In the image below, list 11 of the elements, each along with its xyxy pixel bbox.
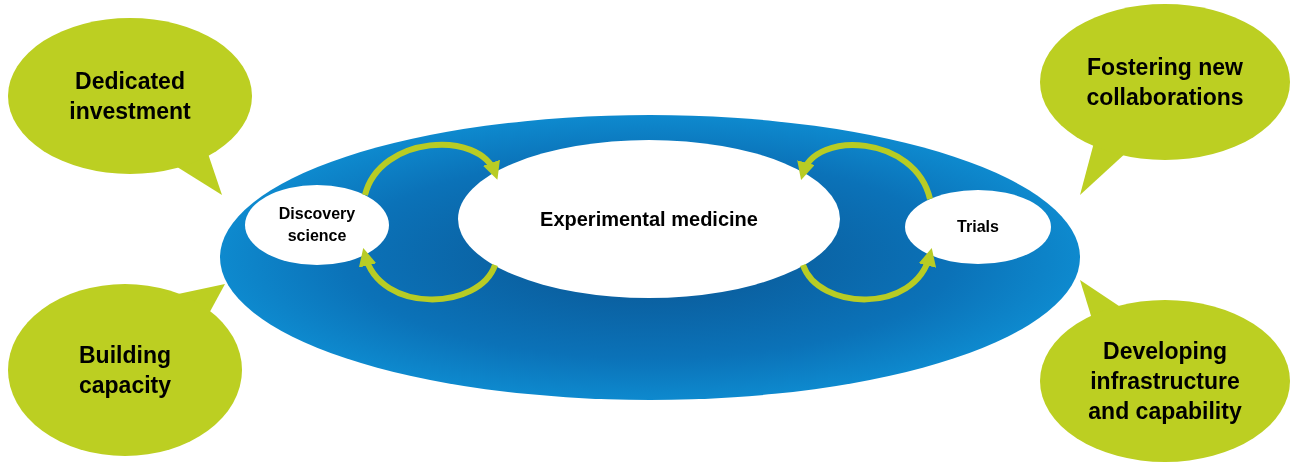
curved-arrow	[360, 248, 498, 303]
speech-bubble: Building capacity	[8, 284, 242, 456]
curved-arrow	[362, 141, 499, 197]
ellipse-node: Trials	[905, 190, 1051, 264]
speech-bubble: Developing infrastructure and capability	[1040, 300, 1290, 462]
curved-arrow	[800, 248, 935, 303]
speech-bubble: Dedicated investment	[8, 18, 252, 174]
ellipse-node: Discovery science	[245, 185, 389, 265]
ellipse-node: Experimental medicine	[458, 140, 840, 298]
curved-arrow	[799, 142, 933, 201]
speech-bubble: Fostering new collaborations	[1040, 4, 1290, 160]
